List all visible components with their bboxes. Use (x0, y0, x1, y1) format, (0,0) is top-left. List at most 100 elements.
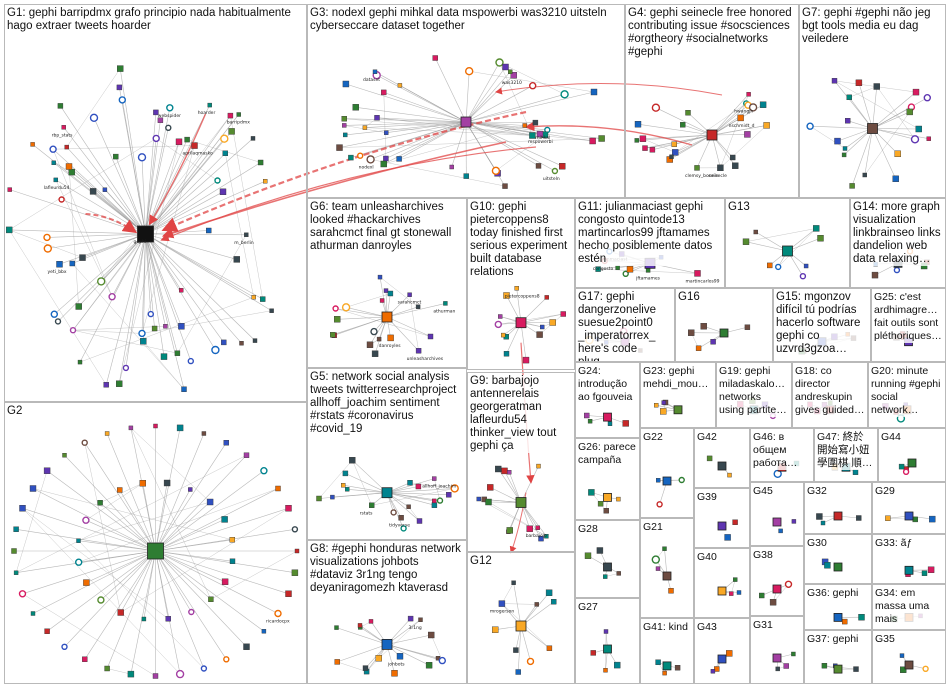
edge (142, 483, 156, 552)
node (584, 412, 590, 419)
group-label-g22: G22 (643, 431, 691, 444)
node (744, 131, 751, 138)
hub-node-g6 (381, 311, 393, 323)
node (729, 591, 734, 596)
group-label-g40: G40 (697, 551, 747, 564)
edge (374, 71, 467, 123)
edge (155, 482, 168, 552)
group-panel-g14: G14: more graph visualization linkbrains… (850, 198, 946, 288)
edge (385, 121, 467, 159)
node (589, 137, 596, 145)
edge (155, 488, 279, 552)
group-panel-g45: G45 (750, 482, 804, 546)
edge (64, 550, 156, 648)
node (341, 115, 347, 122)
node-username-label: danroyles (379, 343, 402, 349)
node (5, 226, 13, 234)
node (116, 487, 123, 493)
edge (145, 233, 192, 362)
node (374, 115, 380, 121)
group-label-g24: G24: introdução ao fgouveia (578, 365, 637, 404)
node (678, 476, 685, 484)
node (165, 124, 172, 132)
edge (465, 91, 595, 123)
edge (675, 134, 713, 153)
edge (642, 138, 676, 153)
node-username-label: lafleurdu54 (44, 185, 70, 191)
node (397, 83, 403, 88)
node (379, 298, 385, 303)
node (141, 616, 147, 622)
node (357, 623, 363, 628)
group-panel-g36: G36: gephi (804, 584, 872, 630)
edge (346, 307, 388, 319)
hub-node-g2 (147, 542, 164, 560)
edge (809, 125, 846, 149)
node (316, 495, 322, 502)
node (616, 571, 621, 576)
edge (155, 519, 225, 552)
node (700, 323, 707, 330)
node (522, 123, 527, 128)
node (362, 125, 368, 130)
node (349, 457, 356, 464)
node (332, 305, 339, 312)
node-username-label: webspider (158, 113, 181, 119)
edge (106, 550, 156, 669)
node (11, 548, 17, 554)
edge (379, 276, 419, 307)
group-label-g19: G19: gephi miladaskalo… networks using p… (719, 365, 789, 417)
node (529, 81, 537, 90)
edge (78, 233, 146, 307)
edge (605, 573, 619, 577)
edge (465, 85, 533, 123)
edge (344, 121, 467, 126)
node (336, 144, 343, 151)
node (742, 238, 750, 245)
group-panel-g19: G19: gephi miladaskalo… networks using p… (716, 362, 792, 428)
node-username-label: nschmidt_d (729, 123, 755, 129)
node (383, 288, 389, 293)
hub-node-g28 (603, 562, 612, 572)
node (30, 142, 35, 147)
edge (378, 619, 421, 659)
node (418, 617, 423, 622)
node (30, 611, 36, 616)
node (228, 128, 235, 135)
edge (386, 491, 435, 506)
edge (519, 322, 527, 361)
edge (435, 57, 467, 123)
node (243, 643, 250, 650)
node (153, 109, 159, 116)
node (348, 154, 354, 161)
edge (513, 582, 523, 627)
group-label-g2: G2 (7, 405, 304, 418)
node-username-label: athurman (433, 308, 455, 314)
node-username-label: rbp_stats (52, 132, 73, 138)
edge (155, 454, 247, 552)
node (269, 308, 274, 313)
node (536, 130, 544, 138)
node (587, 419, 593, 424)
edge (644, 125, 767, 149)
node (391, 670, 398, 677)
hub-node-g3 (460, 116, 472, 128)
node (18, 590, 27, 598)
edge (155, 550, 265, 632)
group-label-g7: G7: gephi #gephi não jeg bgt tools media… (802, 7, 943, 46)
node (498, 600, 506, 607)
node (544, 295, 549, 300)
node (244, 232, 249, 238)
node (603, 508, 609, 514)
node (128, 425, 134, 431)
edge (849, 86, 877, 98)
edge (145, 233, 182, 327)
edge (371, 488, 455, 506)
node (127, 670, 135, 678)
edge (155, 427, 181, 552)
node (733, 577, 738, 582)
node (79, 254, 86, 261)
edge (99, 482, 143, 503)
node-username-label: gephi (134, 239, 147, 245)
group-panel-g44: G44 (878, 428, 946, 482)
